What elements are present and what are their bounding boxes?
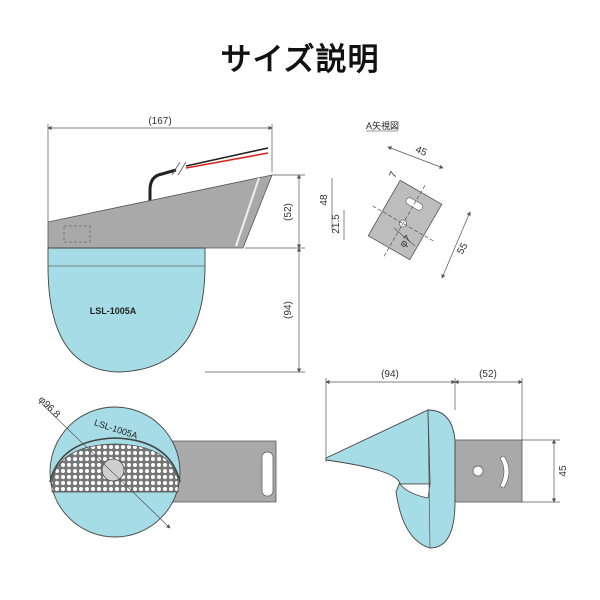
side-dome xyxy=(47,247,206,373)
top-hole xyxy=(472,465,484,477)
cable xyxy=(148,168,177,232)
side-bracket-height-dim: (52) xyxy=(283,203,294,221)
arrow-dim-21-5: 21.5 xyxy=(331,214,342,234)
top-dome-dim: (94) xyxy=(381,369,399,380)
arrow-dim-7: 7 xyxy=(388,170,401,180)
arrow-view-label: A矢視図 xyxy=(366,120,399,131)
top-bracket-dim: (52) xyxy=(479,369,497,380)
front-view: LSL-1005A φ96.8 xyxy=(36,394,277,538)
side-model-label: LSL-1005A xyxy=(90,306,137,316)
arrow-dim-48: 48 xyxy=(319,194,330,206)
arrow-dim-55: 55 xyxy=(455,241,470,257)
front-sensor xyxy=(101,458,125,482)
side-bracket xyxy=(47,174,273,249)
hidden-box xyxy=(63,225,91,243)
arrow-dim-45: 45 xyxy=(414,144,429,159)
side-width-dim: (167) xyxy=(148,116,171,127)
front-slot xyxy=(261,451,274,497)
page-title: サイズ説明 xyxy=(220,42,380,78)
top-view: (94) (52) 45 xyxy=(325,369,569,549)
top-cone xyxy=(325,409,431,485)
top-height-dim: 45 xyxy=(558,465,569,477)
side-view: (167) LSL-1005A (52) (94) xyxy=(47,116,305,373)
top-slot xyxy=(499,455,510,489)
front-diameter-dim: φ96.8 xyxy=(36,394,62,420)
arrow-view: A矢視図 45 55 48 21.5 7 φ7 xyxy=(319,120,471,279)
top-bracket xyxy=(451,439,523,503)
side-dome-height-dim: (94) xyxy=(283,301,294,319)
